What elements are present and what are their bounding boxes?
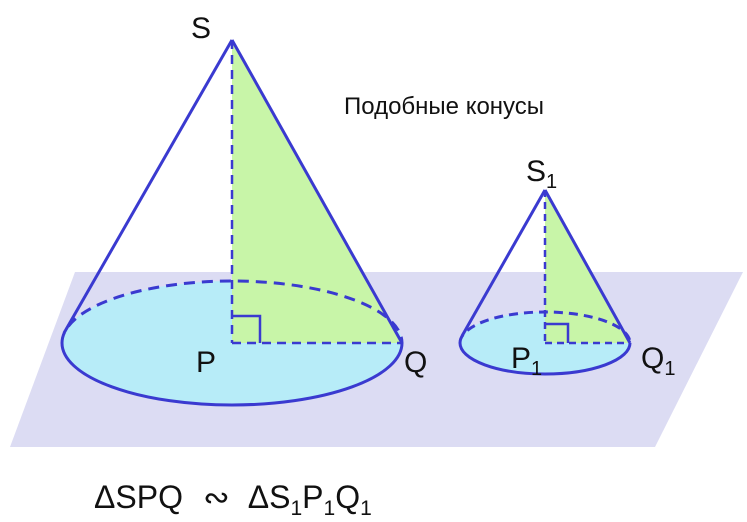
small-cone-left-generatrix <box>460 189 547 337</box>
big-cone-label-p: P <box>196 346 216 379</box>
formula-delta-left: Δ <box>94 479 115 515</box>
small-cone-right-angle-mark <box>545 322 570 343</box>
small-cone <box>458 189 632 376</box>
formula-left-triangle: SPQ <box>115 479 183 515</box>
small-cone-base-front-edge <box>458 342 632 376</box>
small-cone-label-q1: Q1 <box>641 342 675 380</box>
small-cone-label-p1: P1 <box>511 342 542 380</box>
similarity-formula: ΔSPQ∾ΔS1P1Q1 <box>94 479 372 520</box>
formula-r2-sub: 1 <box>324 497 336 520</box>
big-cone-left-generatrix <box>62 39 234 334</box>
formula-delta-right: Δ <box>248 479 269 515</box>
big-cone-base-front-edge <box>60 342 404 407</box>
formula-r1: S <box>269 479 290 515</box>
small-cone-label-q1-main: Q <box>641 342 664 375</box>
small-cone-label-s1-main: S <box>526 155 546 188</box>
big-cone-right-generatrix <box>230 39 404 344</box>
small-cone-label-p1-sub: 1 <box>531 358 542 380</box>
formula-r3: Q <box>335 479 360 515</box>
big-cone-right-angle-mark <box>232 314 262 343</box>
big-cone-label-s: S <box>191 12 211 45</box>
big-cone-label-q: Q <box>404 346 427 379</box>
big-cone-base-back-edge <box>60 279 404 344</box>
small-cone-right-generatrix <box>543 189 632 344</box>
small-cone-label-s1: S1 <box>526 155 557 193</box>
formula-r3-sub: 1 <box>360 497 372 520</box>
formula-r1-sub: 1 <box>290 497 302 520</box>
small-cone-label-q1-sub: 1 <box>664 358 675 380</box>
big-cone <box>60 39 404 407</box>
formula-r2: P <box>302 479 323 515</box>
caption: Подобные конусы <box>344 93 544 120</box>
formula-similar-sign: ∾ <box>203 479 230 515</box>
small-cone-label-p1-main: P <box>511 342 531 375</box>
small-cone-label-s1-sub: 1 <box>546 171 557 193</box>
